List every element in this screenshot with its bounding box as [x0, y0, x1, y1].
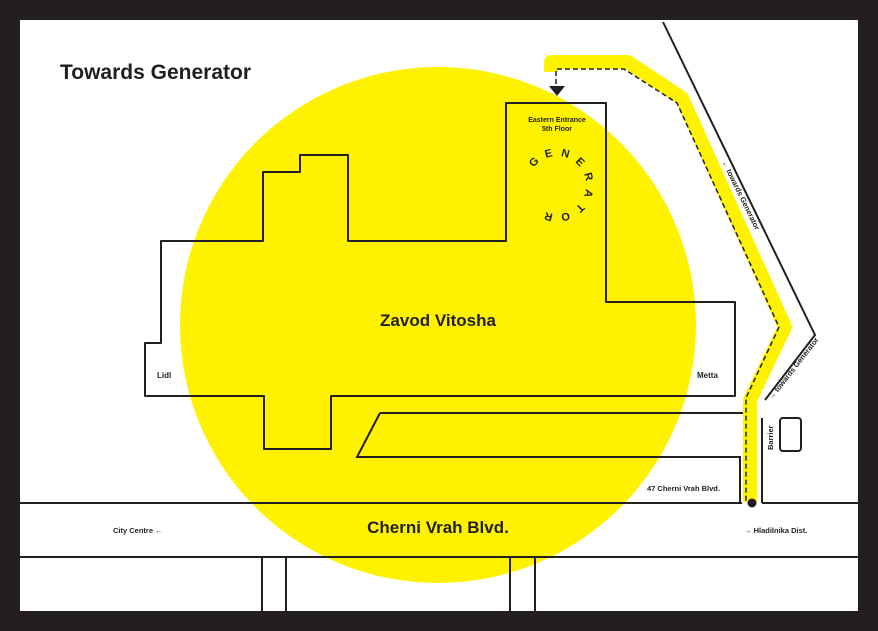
store-label-metta: Metta	[697, 371, 718, 380]
entrance-arrow	[549, 86, 565, 96]
route-path	[544, 55, 792, 502]
building-outline	[144, 102, 736, 450]
highlight-circle	[180, 67, 696, 583]
barrier-box	[779, 417, 802, 452]
city-centre-label: City Centre ←	[113, 526, 163, 535]
address-label: 47 Cherni Vrah Blvd.	[647, 484, 720, 493]
logo-letter: N	[560, 147, 571, 161]
hladilnika-label: → Hladilnika Dist.	[744, 526, 807, 535]
map-title: Towards Generator	[60, 61, 251, 84]
logo-letter: O	[559, 209, 571, 223]
barrier-label: Barrier	[766, 425, 775, 450]
logo-letter: A	[581, 188, 595, 199]
entrance-label-line1: Eastern Entrance	[528, 117, 586, 124]
start-dot	[747, 498, 757, 508]
route-dashes	[555, 68, 780, 502]
main-street-label: Cherni Vrah Blvd.	[367, 518, 509, 537]
logo-letter: R	[543, 209, 554, 223]
store-label-lidl: Lidl	[157, 371, 171, 380]
parking-outline	[355, 412, 748, 503]
building-label: Zavod Vitosha	[380, 311, 496, 330]
logo-letter: E	[544, 147, 554, 160]
entrance-label-line2: 5th Floor	[542, 126, 572, 133]
logo-letter: R	[581, 171, 595, 182]
bottom-blocks	[20, 556, 858, 611]
